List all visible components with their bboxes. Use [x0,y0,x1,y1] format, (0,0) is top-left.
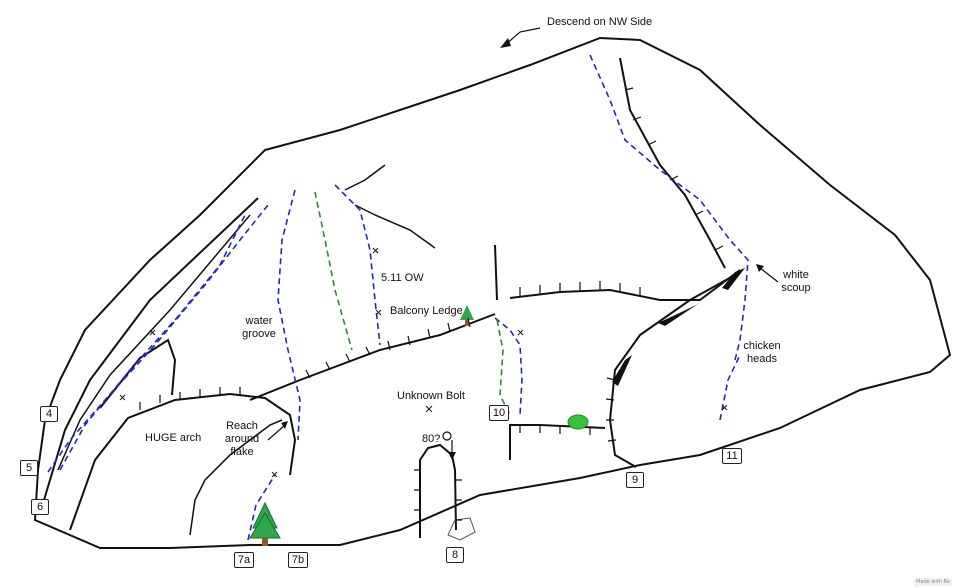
route-10-line [494,317,523,416]
lower-right-ledge [509,424,606,460]
huge-arch-outline [69,392,297,531]
white-scoup-arrow [759,267,779,283]
route-green-10 [496,319,511,416]
label-balcony-ledge: Balcony Ledge [390,305,463,317]
arch-inner-right [189,419,283,536]
eighty-arrowhead [448,452,456,460]
tree-7a-trunk [262,538,268,546]
inner-arch-left [99,338,177,409]
route-number-4: 4 [40,406,58,422]
tree-balcony [460,305,474,320]
white-scoup-arrowhead [756,264,764,272]
route-4-line [59,214,246,471]
label-water-groove: water groove [236,315,282,341]
crack-vertical-500 [494,244,498,301]
route-number-8: 8 [446,547,464,563]
route-number-11: 11 [722,448,742,464]
label-descend: Descend on NW Side [547,16,653,28]
descend-arrow [504,27,541,46]
crack-upper-right-b [354,204,436,249]
label-white-scoup: white scoup [778,269,814,295]
route-number-9: 9 [626,472,644,488]
route-8-block [447,517,476,541]
route-green-center [314,191,353,351]
rock-outline [33,36,952,549]
flake-lower [612,355,632,386]
bolt-5-11-b [375,309,382,316]
left-crack-1 [43,197,259,501]
bolt-7a [271,471,278,478]
route-number-7a: 7a [234,552,254,568]
eighty-circle [442,431,452,441]
label-white-scoup-text: white scoup [781,269,811,294]
route-water-groove-line [277,189,301,441]
route-descend-line [589,54,749,361]
flake-white-scoup [722,268,745,290]
route-11-line [719,354,741,421]
bolt-route-4-a [119,394,126,401]
reach-around-arrowhead [281,421,288,429]
label-unknown-bolt: Unknown Bolt [397,390,465,402]
bolt-route-5-a [149,329,156,336]
route-5-11-ow-line [334,184,381,346]
route-number-7b: 7b [288,552,308,568]
label-eighty: 80? [422,433,441,445]
bolt-5-11-a [372,247,379,254]
label-huge-arch: HUGE arch [145,432,202,444]
ledge-right-center [509,269,741,301]
bolt-route-10-a [517,329,524,336]
label-reach-around-text: Reach around flake [224,420,260,458]
big-right-crack [608,274,736,468]
reach-around-arrow [267,424,286,441]
upper-right-crack [619,57,726,269]
bolt-route-11-a [721,404,728,411]
route-8-pillar [419,443,457,538]
tree-balcony-trunk [465,320,469,326]
bush [567,414,589,430]
label-chicken-heads-text: chicken heads [743,340,781,365]
route-7a-line [247,474,276,541]
label-chicken-heads: chicken heads [740,340,784,366]
watermark: Made with Be [914,578,952,586]
descend-arrowhead [500,38,511,48]
ledge-ticks [139,87,724,521]
label-reach-around: Reach around flake [220,420,264,459]
route-number-10: 10 [489,405,509,421]
main-ledge [249,313,496,401]
route-5-line [47,204,269,473]
label-5-11-ow: 5.11 OW [381,272,424,284]
route-number-5: 5 [20,460,38,476]
flake-mid [658,304,698,326]
route-number-6: 6 [31,499,49,515]
bolt-unknown [425,405,433,413]
label-water-groove-text: water groove [242,315,276,340]
crack-upper-right-a [344,164,386,191]
